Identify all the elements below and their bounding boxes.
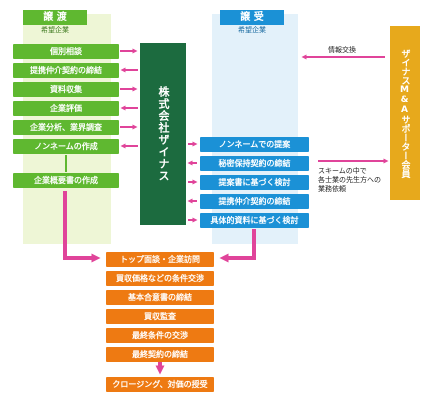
process-step-meeting: トップ面談・企業訪問 [106, 252, 214, 267]
buyer-step-nda: 秘密保持契約の締結 [200, 156, 309, 171]
supporter-note: スキームの中で 各士業の先生方への 業務依頼 [318, 167, 381, 193]
seller-step-overview: 企業概要書の作成 [13, 173, 119, 188]
seller-step-valuation: 企業評価 [13, 101, 119, 116]
process-step-final-terms: 最終条件の交渉 [106, 328, 214, 343]
process-step-due-diligence: 買収監査 [106, 309, 214, 324]
process-flow-arrows [63, 191, 256, 375]
seller-step-collect: 資料収集 [13, 82, 119, 97]
buyer-step-contract: 提携仲介契約の締結 [200, 194, 309, 209]
buyer-step-review: 提案書に基づく検討 [200, 175, 309, 190]
seller-header: 譲 渡 [23, 10, 87, 25]
supporter-label: ザイナスM&Aサポーター会員 [399, 48, 410, 178]
center-company-label: 株式会社ザイナス [157, 86, 170, 182]
seller-step-analysis: 企業分析、業界調査 [13, 120, 119, 135]
buyer-step-detailed-review: 具体的資料に基づく検討 [200, 213, 309, 228]
seller-center-arrows [120, 48, 138, 149]
seller-subtitle: 希望企業 [41, 26, 69, 34]
supporter-arrows [301, 54, 389, 164]
buyer-subtitle: 希望企業 [238, 26, 266, 34]
process-step-negotiation: 買収価格などの条件交渉 [106, 271, 214, 286]
process-step-final-contract: 最終契約の締結 [106, 347, 214, 362]
buyer-header: 譲 受 [220, 10, 284, 25]
center-buyer-arrows [187, 141, 198, 223]
seller-step-consult: 個別相談 [13, 44, 119, 59]
buyer-step-proposal: ノンネームでの提案 [200, 137, 309, 152]
process-step-loi: 基本合意書の締結 [106, 290, 214, 305]
seller-step-contract: 提携仲介契約の締結 [13, 63, 119, 78]
center-company-box: 株式会社ザイナス [140, 43, 186, 225]
seller-step-nonname: ノンネームの作成 [13, 139, 119, 154]
supporter-box: ザイナスM&Aサポーター会員 [390, 26, 420, 200]
info-exchange-label: 情報交換 [328, 46, 356, 54]
process-step-closing: クロージング、対価の授受 [106, 377, 214, 392]
